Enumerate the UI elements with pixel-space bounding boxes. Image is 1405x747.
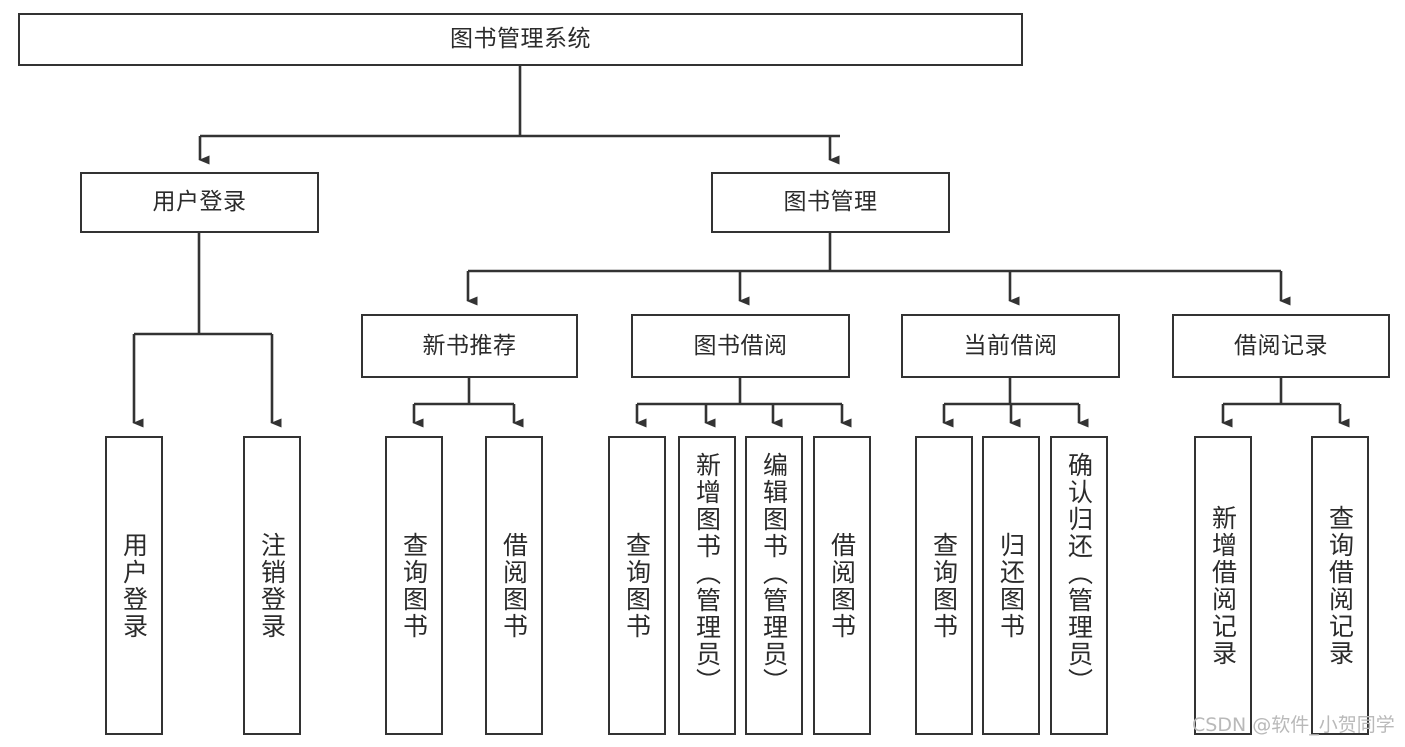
watermark-text: CSDN @软件_小贺同学 — [1192, 714, 1395, 736]
node-book-borrow-label: 图书借阅 — [693, 332, 788, 359]
node-leaf-logout-label: 注销登录 — [257, 531, 287, 640]
node-leaf-user-login-label: 用户登录 — [119, 531, 149, 640]
node-book-manage[interactable]: 图书管理 — [711, 172, 950, 233]
node-new-book-recommend-label: 新书推荐 — [422, 332, 517, 359]
node-new-book-recommend[interactable]: 新书推荐 — [361, 314, 578, 378]
node-leaf-confirm-return[interactable]: 确认归还（管理员） — [1050, 436, 1108, 735]
node-leaf-add-book-label: 新增图书（管理员） — [692, 452, 722, 695]
node-book-manage-label: 图书管理 — [783, 189, 878, 216]
node-leaf-query-book-c-label: 查询图书 — [929, 531, 959, 640]
node-book-borrow[interactable]: 图书借阅 — [631, 314, 850, 378]
node-leaf-query-book-b[interactable]: 查询图书 — [608, 436, 666, 735]
node-leaf-borrow-book-a-label: 借阅图书 — [499, 531, 529, 640]
node-borrow-record[interactable]: 借阅记录 — [1172, 314, 1390, 378]
node-leaf-return-book[interactable]: 归还图书 — [982, 436, 1040, 735]
node-leaf-query-record[interactable]: 查询借阅记录 — [1311, 436, 1369, 735]
node-leaf-logout[interactable]: 注销登录 — [243, 436, 301, 735]
node-leaf-return-book-label: 归还图书 — [996, 531, 1026, 640]
node-root-label: 图书管理系统 — [450, 26, 591, 53]
node-borrow-record-label: 借阅记录 — [1234, 332, 1328, 359]
node-leaf-borrow-book-b[interactable]: 借阅图书 — [813, 436, 871, 735]
node-leaf-query-record-label: 查询借阅记录 — [1325, 504, 1355, 667]
node-leaf-confirm-return-label: 确认归还（管理员） — [1064, 452, 1094, 695]
node-current-borrow[interactable]: 当前借阅 — [901, 314, 1120, 378]
node-user-login[interactable]: 用户登录 — [80, 172, 319, 233]
node-leaf-edit-book-label: 编辑图书（管理员） — [759, 452, 789, 695]
node-user-login-label: 用户登录 — [152, 189, 247, 216]
node-leaf-query-book-b-label: 查询图书 — [622, 531, 652, 640]
node-leaf-add-book[interactable]: 新增图书（管理员） — [678, 436, 736, 735]
node-leaf-borrow-book-a[interactable]: 借阅图书 — [485, 436, 543, 735]
node-leaf-query-book-a-label: 查询图书 — [399, 531, 429, 640]
node-leaf-user-login[interactable]: 用户登录 — [105, 436, 163, 735]
node-leaf-add-record[interactable]: 新增借阅记录 — [1194, 436, 1252, 735]
node-leaf-borrow-book-b-label: 借阅图书 — [827, 531, 857, 640]
node-root[interactable]: 图书管理系统 — [18, 13, 1023, 66]
node-leaf-edit-book[interactable]: 编辑图书（管理员） — [745, 436, 803, 735]
node-leaf-query-book-c[interactable]: 查询图书 — [915, 436, 973, 735]
node-current-borrow-label: 当前借阅 — [963, 332, 1058, 359]
node-leaf-query-book-a[interactable]: 查询图书 — [385, 436, 443, 735]
node-leaf-add-record-label: 新增借阅记录 — [1208, 504, 1238, 667]
